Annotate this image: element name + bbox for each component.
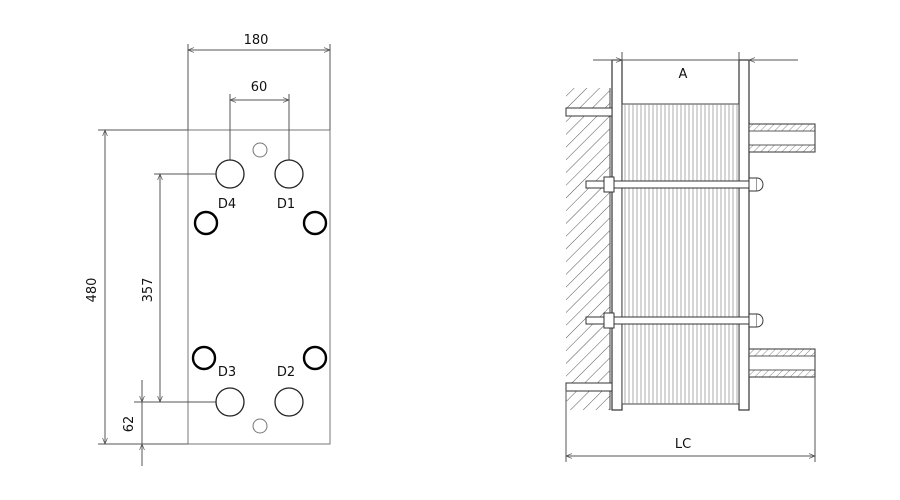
dim-pack-label: A — [679, 67, 688, 82]
port-d2 — [274, 387, 304, 417]
bolt-lower-left — [191, 345, 217, 371]
wall-hatch — [566, 88, 610, 410]
bolt-lower-right — [302, 345, 328, 371]
dim-width: 180 — [187, 33, 331, 130]
dim-bottom-offset: 62 — [122, 380, 188, 466]
tie-rod-upper — [585, 176, 764, 193]
side-view: A LC — [565, 52, 816, 462]
dim-port-vertical: 357 — [141, 173, 230, 403]
bottom-hole — [252, 418, 268, 434]
port-d3-label: D3 — [218, 365, 236, 380]
pressure-plate — [738, 59, 750, 411]
port-d4-label: D4 — [218, 197, 236, 212]
bolt-upper-left — [193, 210, 219, 236]
dim-port-spacing-label: 60 — [251, 80, 268, 95]
plate-outline — [187, 129, 331, 445]
plate-pack — [621, 103, 740, 405]
tie-rod-lower — [585, 312, 764, 329]
bolt-upper-right — [302, 210, 328, 236]
port-d1 — [274, 159, 304, 189]
fixed-frame-plate — [611, 59, 623, 411]
top-hole — [252, 142, 268, 158]
port-d4 — [215, 159, 245, 189]
pipe-connection-upper — [748, 123, 816, 153]
guide-bar-top — [565, 107, 613, 117]
dim-total-length-label: LC — [675, 437, 691, 452]
pipe-connection-lower — [748, 348, 816, 378]
port-d1-label: D1 — [277, 197, 295, 212]
dim-bottom-offset-label: 62 — [122, 416, 137, 433]
guide-bar-bottom — [565, 382, 613, 392]
port-d3 — [215, 387, 245, 417]
dim-height-label: 480 — [85, 278, 100, 303]
dim-width-label: 180 — [244, 33, 269, 48]
front-view: 180 60 480 357 62 — [85, 33, 331, 466]
dim-height: 480 — [85, 129, 188, 445]
port-d2-label: D2 — [277, 365, 295, 380]
dim-port-vertical-label: 357 — [141, 278, 156, 303]
dim-total-length: LC — [565, 377, 816, 462]
dim-port-spacing: 60 — [229, 80, 290, 175]
dim-pack: A — [593, 52, 798, 82]
